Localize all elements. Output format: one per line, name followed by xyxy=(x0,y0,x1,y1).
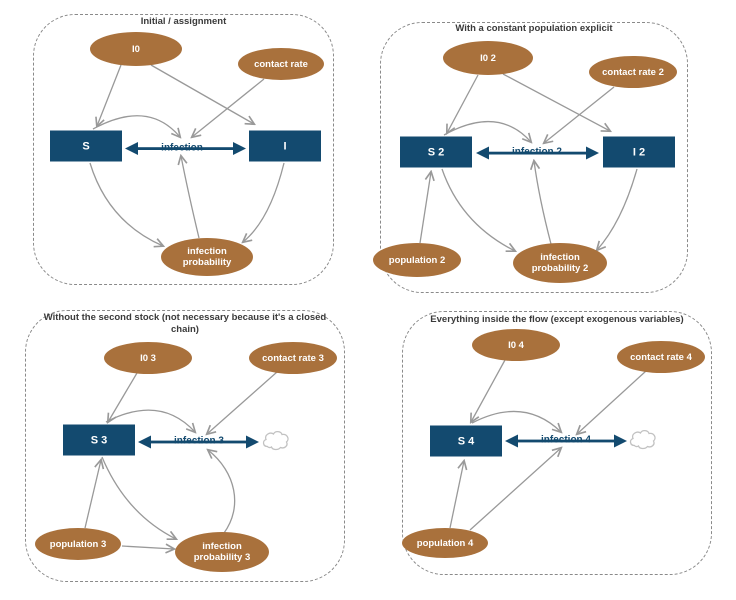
variable-population-4[interactable]: population 4 xyxy=(402,528,488,558)
link-contact-rate-4-to-infection-4 xyxy=(577,370,647,434)
stock-i-2[interactable]: I 2 xyxy=(603,136,675,168)
variable-i0-3[interactable]: I0 3 xyxy=(104,342,192,374)
cloud-icon[interactable] xyxy=(262,430,289,451)
link-s-to-probability xyxy=(89,162,163,246)
panel-everything-in-flow xyxy=(402,311,712,575)
flow-label-infection[interactable]: infection xyxy=(161,142,203,154)
link-i0-4-to-s-4 xyxy=(471,359,506,422)
link-probability-to-infection xyxy=(181,156,200,239)
link-contact-rate-to-infection xyxy=(192,78,265,137)
flow-arrowhead-left xyxy=(476,146,489,160)
stock-s-3[interactable]: S 3 xyxy=(63,424,135,456)
variable-i0-2[interactable]: I0 2 xyxy=(443,41,533,75)
flow-arrowhead-right xyxy=(246,435,259,449)
panel-initial-assignment xyxy=(33,14,334,285)
variable-population-2[interactable]: population 2 xyxy=(373,243,461,277)
link-i0-3-to-s-3 xyxy=(108,372,138,422)
flow-arrowhead-right xyxy=(614,434,627,448)
link-i0-2-to-s-2 xyxy=(447,74,479,133)
link-contact-rate-3-to-infection-3 xyxy=(207,371,278,434)
stock-s-2[interactable]: S 2 xyxy=(400,136,472,168)
flow-label-infection-4[interactable]: infection 4 xyxy=(540,434,592,446)
flow-arrowhead-right xyxy=(586,146,599,160)
link-s-4-to-infection-4 xyxy=(471,410,561,432)
link-population-4-to-s-4 xyxy=(449,461,464,529)
variable-infection-probability-3[interactable]: infection probability 3 xyxy=(175,532,269,572)
variable-i0[interactable]: I0 xyxy=(90,32,182,66)
variable-contact-rate-2[interactable]: contact rate 2 xyxy=(589,56,677,88)
link-i0-to-i xyxy=(150,64,254,124)
link-probability-2-to-infection-2 xyxy=(534,161,552,245)
variable-infection-probability-2[interactable]: infection probability 2 xyxy=(513,243,607,283)
panel-title: With a constant population explicit xyxy=(455,23,613,34)
link-contact-rate-2-to-infection-2 xyxy=(544,86,615,143)
stock-i[interactable]: I xyxy=(249,130,321,162)
flow-arrowhead-right xyxy=(233,142,246,155)
link-population-3-to-probability-3 xyxy=(121,546,174,549)
flow-pipe[interactable] xyxy=(516,439,617,443)
link-s-to-infection xyxy=(92,115,180,137)
link-i0-to-s xyxy=(97,64,122,126)
variable-contact-rate-4[interactable]: contact rate 4 xyxy=(617,341,705,373)
link-i-to-probability xyxy=(243,162,285,242)
link-population-4-to-infection-4 xyxy=(469,448,561,531)
panel-title: Initial / assignment xyxy=(140,16,227,27)
link-s-3-to-infection-3 xyxy=(105,409,195,432)
panel-title: Everything inside the flow (except exoge… xyxy=(430,314,684,325)
variable-i0-4[interactable]: I0 4 xyxy=(472,329,560,361)
panel-title: Without the second stock (not necessary … xyxy=(43,312,327,335)
variable-infection-probability[interactable]: infection probability xyxy=(161,238,253,276)
flow-arrowhead-left xyxy=(505,434,518,448)
cloud-icon[interactable] xyxy=(629,429,656,450)
flow-pipe[interactable] xyxy=(149,440,249,444)
variable-contact-rate-3[interactable]: contact rate 3 xyxy=(249,342,337,374)
variable-population-3[interactable]: population 3 xyxy=(35,528,121,560)
variable-contact-rate[interactable]: contact rate xyxy=(238,48,324,80)
stock-s[interactable]: S xyxy=(50,130,122,162)
link-s-3-to-probability-3 xyxy=(101,456,176,539)
link-population-3-to-s-3 xyxy=(84,460,101,529)
flow-pipe[interactable] xyxy=(487,151,589,155)
stock-s-4[interactable]: S 4 xyxy=(430,425,502,457)
flow-label-infection-3[interactable]: infection 3 xyxy=(173,435,225,447)
panel-without-second-stock xyxy=(25,310,345,582)
flow-arrowhead-left xyxy=(125,142,138,155)
panel-constant-population xyxy=(380,22,688,293)
flow-label-infection-2[interactable]: infection 2 xyxy=(511,146,563,158)
link-s-2-to-infection-2 xyxy=(443,120,531,142)
flow-pipe[interactable] xyxy=(136,147,236,150)
link-probability-3-to-infection-3 xyxy=(208,450,236,534)
link-s-2-to-probability-2 xyxy=(441,168,515,251)
flow-arrowhead-left xyxy=(138,435,151,449)
link-i-2-to-probability-2 xyxy=(597,168,638,250)
link-i0-2-to-i-2 xyxy=(502,73,610,131)
link-population-2-to-s-2 xyxy=(419,172,431,244)
flow-arrows xyxy=(125,142,627,449)
